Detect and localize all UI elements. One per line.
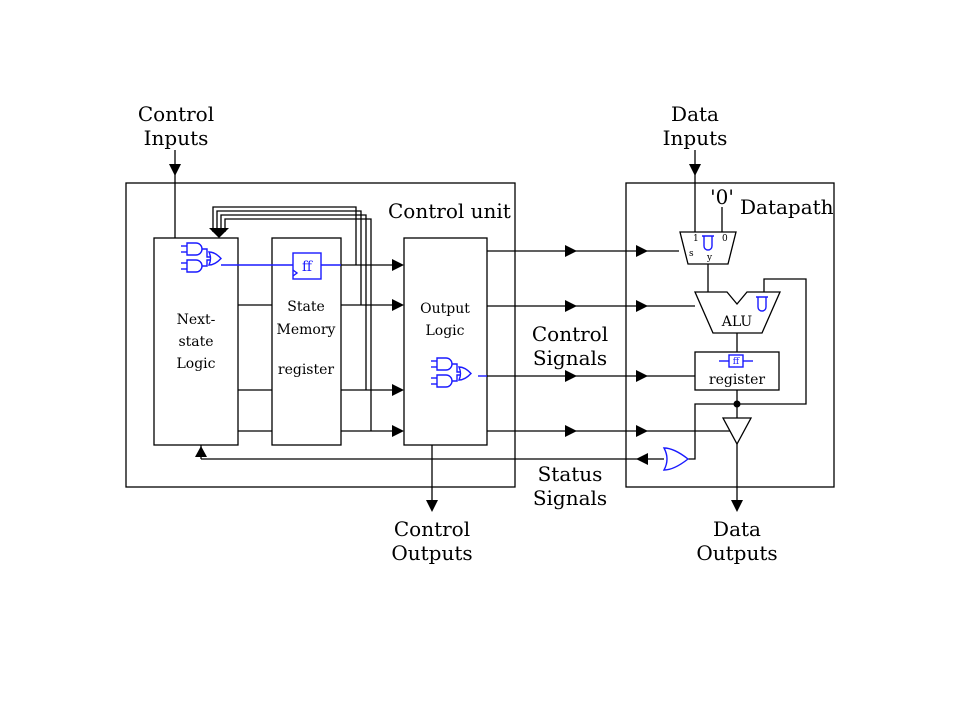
output-logic-block [403,237,488,446]
or-gate-icon [662,447,690,471]
control-input-arrow [169,164,181,176]
data-output-arrow [731,500,743,512]
control-outputs-label-line1: Control [394,517,470,541]
next-state-logic-block [153,237,239,446]
alu-icon: ALU [694,291,781,334]
control-outputs-label-line2: Outputs [391,541,472,565]
data-inputs-label-line2: Inputs [663,126,728,150]
control-signal-line-3 [478,370,695,382]
control-signal-line-2 [487,300,695,312]
and-or-gate-icon [430,357,472,388]
output-logic-label-line2: Logic [425,323,464,339]
svg-text:s: s [689,249,694,259]
svg-text:1: 1 [693,234,699,244]
control-signal-line-1 [487,245,679,257]
control-signals-label-line1: Control [532,322,608,346]
alu-feedback-wire [737,278,807,405]
state-memory-block [271,237,342,446]
svg-text:0: 0 [722,234,728,244]
data-outputs-label-line1: Data [713,517,761,541]
mux-icon: 1 0 s y [679,231,737,265]
and-or-gate-icon [180,242,222,273]
datapath-frame [625,182,835,488]
tristate-buffer-icon [721,417,753,446]
svg-text:ALU: ALU [721,314,753,330]
output-logic-label-line1: Output [420,301,470,317]
svg-text:ff: ff [302,259,313,275]
svg-text:register: register [709,372,766,388]
status-signal-line [195,445,664,465]
next-state-label-line2: state [178,334,213,350]
flip-flop-icon: ff [292,252,322,280]
data-inputs-label-line1: Data [671,102,719,126]
status-signals-label-line1: Status [538,462,603,486]
status-signals-label-line2: Signals [533,486,607,510]
zero-constant-label: '0' [710,185,734,209]
control-inputs-label-line1: Control [138,102,214,126]
control-signal-line-4 [487,425,733,437]
register-block: ff register [694,351,780,391]
status-source-wire [688,403,737,460]
control-inputs-label-line2: Inputs [144,126,209,150]
state-memory-label-line3: register [278,362,335,378]
svg-text:y: y [706,253,713,263]
control-signals-label-line2: Signals [533,346,607,370]
data-outputs-label-line2: Outputs [696,541,777,565]
next-state-label-line3: Logic [176,356,215,372]
state-memory-label-line1: State [287,299,324,315]
control-output-arrow [426,500,438,512]
state-feedback-bus [209,206,372,431]
datapath-label: Datapath [740,195,834,219]
control-unit-label: Control unit [388,199,511,223]
data-input-arrow [689,164,701,176]
svg-text:ff: ff [733,357,740,367]
control-unit-frame [125,182,516,488]
next-state-label-line1: Next- [177,312,216,328]
state-memory-label-line2: Memory [277,322,336,338]
